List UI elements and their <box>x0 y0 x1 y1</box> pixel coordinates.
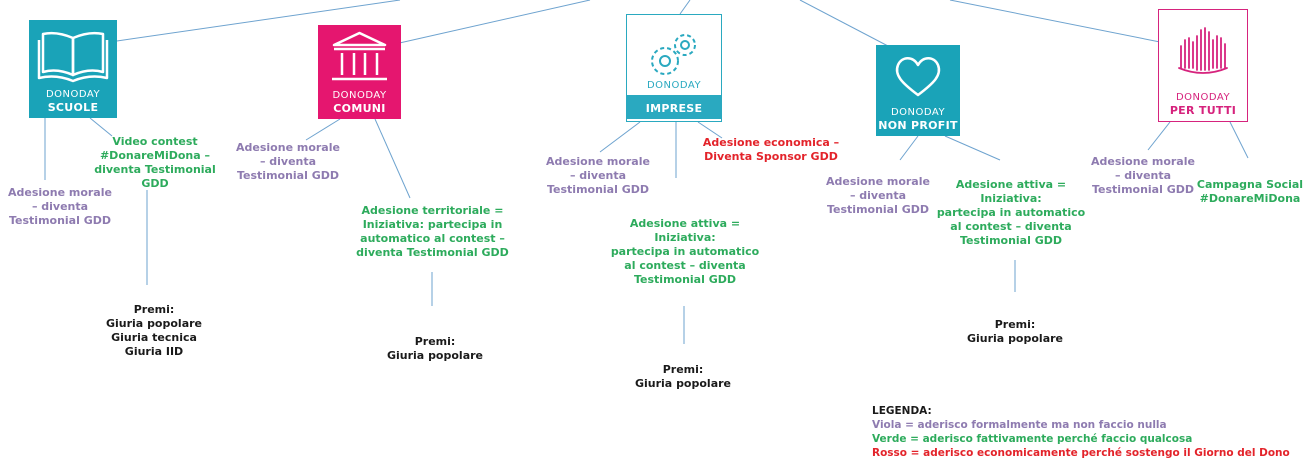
imprese-premi: Premi: Giuria popolare <box>634 363 732 390</box>
donoday-comuni-box: DONODAY COMUNI <box>318 25 401 119</box>
box-brand: DONODAY <box>646 80 702 91</box>
comuni-adesione-territoriale: Adesione territoriale = Iniziativa: part… <box>356 204 509 259</box>
box-brand: DONODAY <box>332 90 387 101</box>
box-brand: DONODAY <box>1175 92 1231 103</box>
donoday-pertutti-box: DONODAY PER TUTTI <box>1158 9 1248 122</box>
comuni-premi: Premi: Giuria popolare <box>386 335 484 362</box>
heart-icon <box>895 57 941 97</box>
scuole-video-contest: Video contest #DonareMiDona – diventa Te… <box>94 135 216 190</box>
box-name: COMUNI <box>333 102 386 115</box>
nonprofit-premi: Premi: Giuria popolare <box>966 318 1064 345</box>
nonprofit-adesione-attiva: Adesione attiva = Iniziativa: partecipa … <box>936 178 1086 247</box>
comuni-adesione-morale: Adesione morale – diventa Testimonial GD… <box>236 141 340 182</box>
nonprofit-adesione-morale: Adesione morale – diventa Testimonial GD… <box>826 175 930 216</box>
box-brand: DONODAY <box>45 89 101 100</box>
imprese-adesione-economica: Adesione economica – Diventa Sponsor GDD <box>702 136 840 163</box>
donoday-scuole-box: DONODAY SCUOLE <box>29 20 117 118</box>
donoday-imprese-box: DONODAY IMPRESE <box>626 14 722 122</box>
box-name-band: IMPRESE <box>627 95 721 119</box>
box-brand: DONODAY <box>890 107 946 118</box>
box-name: IMPRESE <box>645 102 703 115</box>
book-icon <box>37 31 109 83</box>
gears-icon <box>651 34 696 75</box>
scuole-adesione-morale: Adesione morale – diventa Testimonial GD… <box>8 186 112 227</box>
town-hall-icon <box>332 31 387 81</box>
imprese-adesione-morale: Adesione morale – diventa Testimonial GD… <box>546 155 650 196</box>
pertutti-adesione-morale: Adesione morale – diventa Testimonial GD… <box>1091 155 1195 196</box>
legend: LEGENDA: Viola = aderisco formalmente ma… <box>872 404 1290 460</box>
scuole-premi: Premi: Giuria popolare Giuria tecnica Gi… <box>105 303 203 358</box>
box-name: PER TUTTI <box>1169 104 1237 117</box>
legend-verde: Verde = aderisco fattivamente perché fac… <box>872 433 1193 445</box>
legend-rosso: Rosso = aderisco economicamente perché s… <box>872 447 1290 459</box>
box-name: NON PROFIT <box>878 119 958 132</box>
raised-hands-icon <box>1178 27 1228 74</box>
legend-viola: Viola = aderisco formalmente ma non facc… <box>872 419 1167 431</box>
imprese-adesione-attiva: Adesione attiva = Iniziativa: partecipa … <box>610 217 760 286</box>
pertutti-campagna-social: Campagna Social #DonareMiDona <box>1196 178 1304 205</box>
donoday-nonprofit-box: DONODAY NON PROFIT <box>876 45 960 136</box>
legend-title: LEGENDA: <box>872 405 932 417</box>
box-name: SCUOLE <box>47 101 99 114</box>
